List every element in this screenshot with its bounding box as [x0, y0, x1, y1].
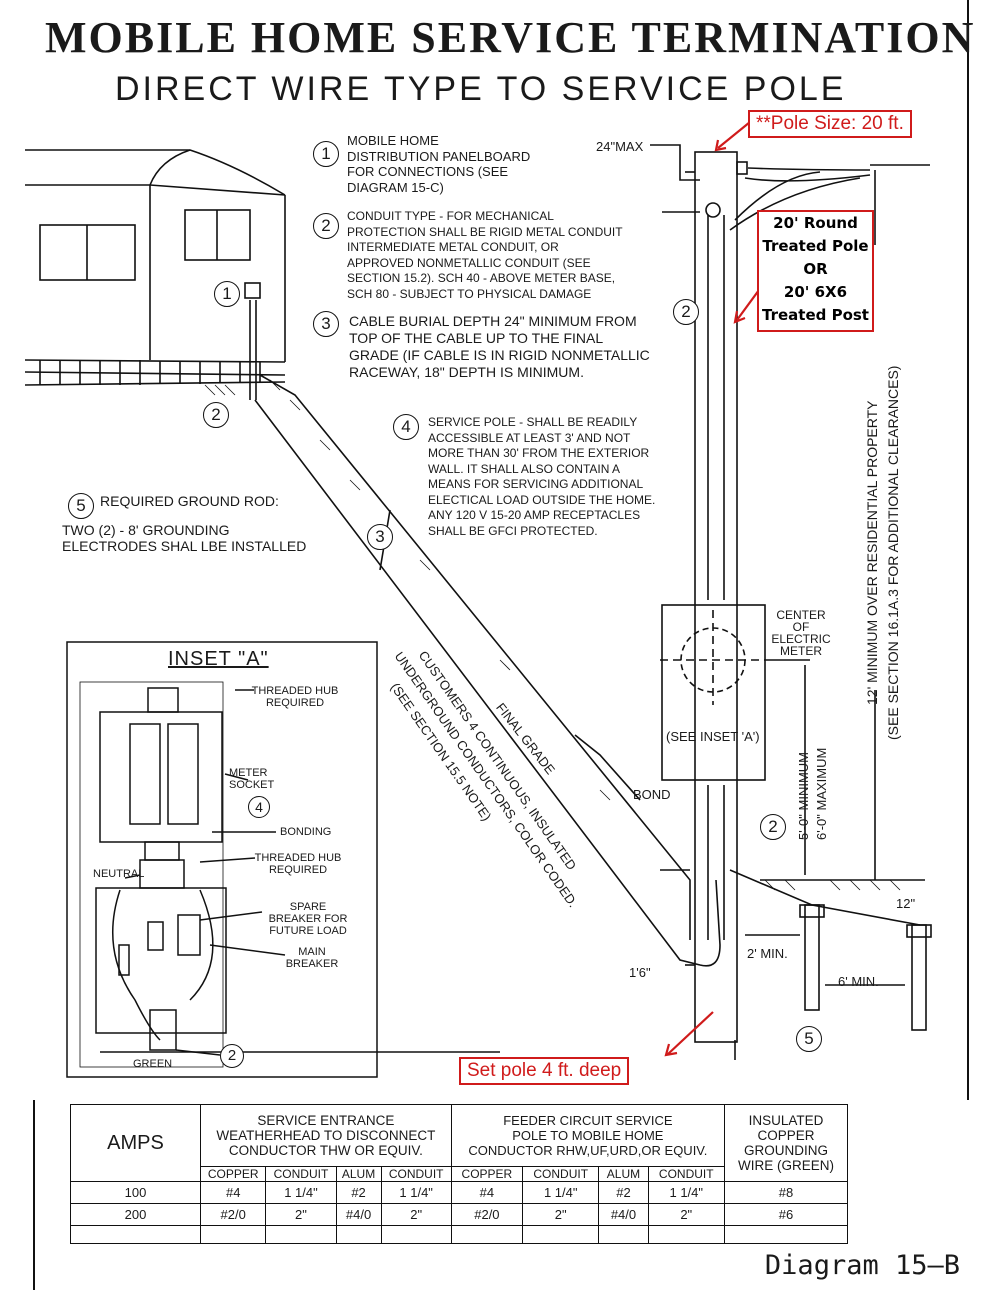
callout-5-rods: 5: [796, 1026, 822, 1052]
inset-main-breaker: MAIN BREAKER: [285, 946, 339, 970]
callout-2-home: 2: [203, 402, 229, 428]
callout-4: 4: [393, 414, 419, 440]
inset-title: INSET "A": [168, 648, 269, 670]
pole-type-line: Treated Post: [762, 306, 869, 324]
inset-bonding: BONDING: [280, 826, 332, 838]
table-group1-header: SERVICE ENTRANCE WEATHERHEAD TO DISCONNE…: [200, 1104, 452, 1167]
diagram-number: Diagram 15–B: [764, 1250, 960, 1281]
table-subheader: CONDUIT: [265, 1166, 337, 1182]
table-subheader: ALUM: [598, 1166, 649, 1182]
table-cell-amps: 100: [70, 1181, 201, 1204]
table-subheader: CONDUIT: [522, 1166, 600, 1182]
six-min-label: 6' MIN.: [838, 974, 879, 989]
set-pole-annotation: Set pole 4 ft. deep: [459, 1057, 630, 1085]
page-subtitle: DIRECT WIRE TYPE TO SERVICE POLE: [115, 70, 847, 108]
table-subheader: CONDUIT: [647, 1166, 726, 1182]
table-cell: #4/0: [598, 1203, 649, 1226]
pole-size-annotation: **Pole Size: 20 ft.: [748, 110, 912, 138]
table-cell: 1 1/4": [265, 1181, 337, 1204]
inset-callout-2: 2: [220, 1044, 244, 1068]
table-group3-header: INSULATED COPPER GROUNDING WIRE (GREEN): [724, 1104, 848, 1182]
pole-type-line: 20' Round: [773, 214, 858, 232]
inset-green: GREEN: [133, 1058, 173, 1070]
inset-meter-socket: METER SOCKET: [229, 767, 275, 791]
table-subheader: COPPER: [199, 1166, 267, 1182]
inset-threaded-hub-2: THREADED HUB REQUIRED: [254, 852, 342, 876]
callout-2-pole-upper: 2: [673, 299, 699, 325]
table-cell: #2/0: [199, 1203, 267, 1226]
table-subheader: ALUM: [335, 1166, 382, 1182]
one-six-label: 1'6": [629, 965, 651, 980]
note-4-text: SERVICE POLE - SHALL BE READILY ACCESSIB…: [428, 415, 656, 538]
inset-threaded-hub-1: THREADED HUB REQUIRED: [251, 685, 339, 709]
callout-5: 5: [68, 493, 94, 519]
inset-neutral: NEUTRAL: [93, 868, 145, 880]
bond-label: BOND: [633, 787, 671, 802]
callout-2: 2: [313, 213, 339, 239]
table-row: 100 #4 1 1/4" #2 1 1/4" #4 1 1/4" #2 1 1…: [70, 1181, 848, 1204]
note-2-text: CONDUIT TYPE - FOR MECHANICAL PROTECTION…: [347, 209, 623, 301]
pole-type-line: Treated Pole: [762, 237, 869, 255]
table-cell: 1 1/4": [647, 1181, 726, 1204]
pole-type-line: OR: [803, 260, 828, 278]
table-cell: 2": [647, 1203, 726, 1226]
callout-3-trench: 3: [367, 524, 393, 550]
table-subheader: COPPER: [450, 1166, 524, 1182]
page-title: MOBILE HOME SERVICE TERMINATION: [45, 13, 976, 62]
callout-1: 1: [313, 141, 339, 167]
table-cell: #2/0: [450, 1203, 524, 1226]
table-cell-ground: #8: [724, 1181, 848, 1204]
note-1-text: MOBILE HOME DISTRIBUTION PANELBOARD FOR …: [347, 133, 531, 195]
table-group2-header: FEEDER CIRCUIT SERVICE POLE TO MOBILE HO…: [450, 1104, 726, 1167]
center-meter-label: CENTER OF ELECTRIC METER: [771, 608, 831, 658]
table-amps-header: AMPS: [70, 1104, 201, 1182]
inset-callout-4: 4: [248, 796, 270, 818]
inset-spare-breaker: SPARE BREAKER FOR FUTURE LOAD: [268, 901, 348, 937]
table-cell: 2": [522, 1203, 600, 1226]
max-24-label: 24"MAX: [596, 139, 644, 154]
callout-2-pole-lower: 2: [760, 814, 786, 840]
table-cell: 1 1/4": [522, 1181, 600, 1204]
callout-1-home: 1: [214, 281, 240, 307]
callout-3: 3: [313, 311, 339, 337]
table-cell: #4/0: [335, 1203, 382, 1226]
table-row: 200 #2/0 2" #4/0 2" #2/0 2" #4/0 2" #6: [70, 1203, 848, 1226]
table-cell: #2: [598, 1181, 649, 1204]
table-cell-amps: 200: [70, 1203, 201, 1226]
table-cell: 1 1/4": [380, 1181, 452, 1204]
table-subheader: CONDUIT: [380, 1166, 452, 1182]
note-3-text: CABLE BURIAL DEPTH 24" MINIMUM FROM TOP …: [349, 313, 650, 380]
see-inset-label: (SEE INSET 'A'): [666, 729, 760, 744]
note-5-title: REQUIRED GROUND ROD:: [100, 493, 279, 509]
table-cell: #4: [199, 1181, 267, 1204]
pole-type-line: 20' 6X6: [783, 283, 848, 301]
note-5-text: TWO (2) - 8' GROUNDING ELECTRODES SHAL L…: [62, 522, 307, 554]
table-cell: 2": [380, 1203, 452, 1226]
table-cell: 2": [265, 1203, 337, 1226]
pole-type-annotation: 20' Round Treated Pole OR 20' 6X6 Treate…: [757, 210, 874, 332]
table-cell: #2: [335, 1181, 382, 1204]
table-row-empty: [70, 1225, 848, 1244]
two-min-label: 2' MIN.: [747, 946, 788, 961]
wire-size-table: AMPS SERVICE ENTRANCE WEATHERHEAD TO DIS…: [70, 1104, 848, 1244]
table-cell: #4: [450, 1181, 524, 1204]
table-cell-ground: #6: [724, 1203, 848, 1226]
twelve-in-label: 12": [896, 896, 916, 911]
